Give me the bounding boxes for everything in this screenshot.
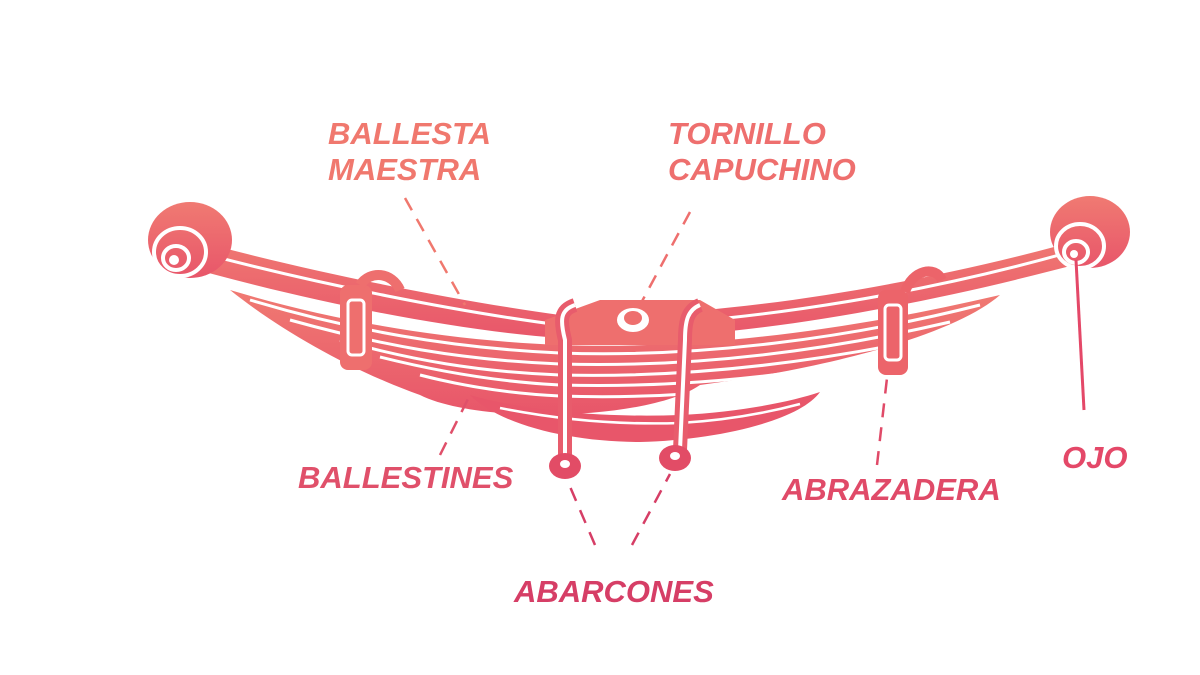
left-eye	[148, 202, 232, 278]
leader-ojo	[1076, 260, 1084, 410]
label-ojo: OJO	[1062, 440, 1127, 476]
leader-abarcones-left	[568, 482, 595, 545]
label-ballesta-maestra-line2: MAESTRA	[328, 152, 491, 188]
label-tornillo-capuchino: TORNILLO CAPUCHINO	[668, 116, 856, 188]
label-tornillo-capuchino-line2: CAPUCHINO	[668, 152, 856, 188]
label-abrazadera: ABRAZADERA	[782, 472, 1001, 508]
label-tornillo-capuchino-line1: TORNILLO	[668, 116, 856, 152]
leader-abrazadera	[877, 378, 887, 465]
leader-ballesta-maestra	[405, 198, 465, 305]
label-ballesta-maestra: BALLESTA MAESTRA	[328, 116, 491, 188]
label-ballestines: BALLESTINES	[298, 460, 513, 496]
right-eye	[1050, 196, 1130, 268]
leader-tornillo-capuchino	[640, 212, 690, 305]
label-ballesta-maestra-line1: BALLESTA	[328, 116, 491, 152]
label-abarcones: ABARCONES	[514, 574, 714, 610]
leader-abarcones-right	[632, 474, 670, 545]
